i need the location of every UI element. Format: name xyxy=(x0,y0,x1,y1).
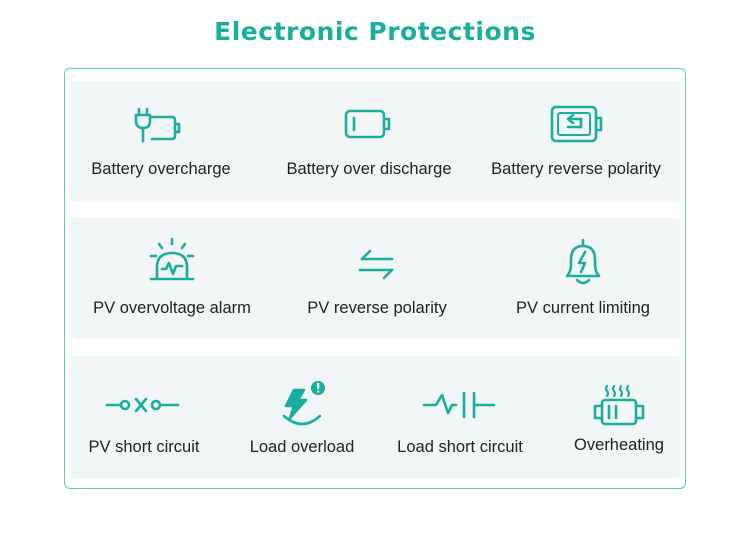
battery-charging-icon xyxy=(134,107,181,143)
protection-row-load: PV short circuit Load overload Load shor… xyxy=(70,356,680,478)
reverse-arrows-icon xyxy=(358,249,394,280)
short-circuit-icon xyxy=(105,397,180,413)
protection-row-battery: Battery overcharge Battery over discharg… xyxy=(70,81,680,201)
battery-low-icon xyxy=(344,109,391,139)
protection-label: Load overload xyxy=(249,438,355,456)
load-short-circuit-icon xyxy=(422,391,496,419)
page-title: Electronic Protections xyxy=(214,17,536,46)
protection-label: Overheating xyxy=(574,436,664,454)
protection-label: PV overvoltage alarm xyxy=(93,299,251,317)
protection-label: Battery over discharge xyxy=(286,160,452,178)
overheating-icon xyxy=(593,384,645,426)
protection-row-pv: PV overvoltage alarm PV reverse polarity… xyxy=(70,218,680,339)
alarm-siren-icon xyxy=(149,237,195,281)
bell-lightning-icon xyxy=(565,238,601,285)
protections-frame xyxy=(64,68,686,489)
load-overload-icon xyxy=(282,381,325,426)
protection-label: Battery reverse polarity xyxy=(491,160,661,178)
battery-reverse-icon xyxy=(550,105,603,143)
protection-label: PV short circuit xyxy=(88,438,200,456)
protection-label: PV current limiting xyxy=(516,299,650,317)
protection-label: Battery overcharge xyxy=(91,160,231,178)
protection-label: Load short circuit xyxy=(397,438,523,456)
protection-label: PV reverse polarity xyxy=(307,299,447,317)
